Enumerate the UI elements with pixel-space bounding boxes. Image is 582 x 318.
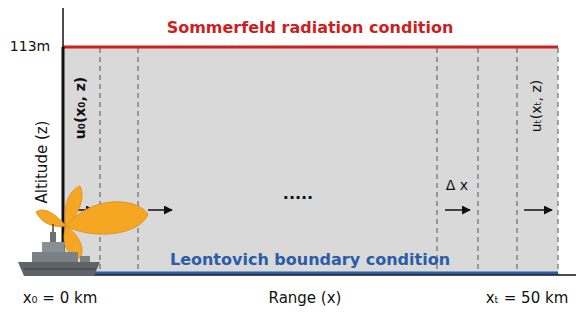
ellipsis: ..... [283,185,313,203]
x-axis [62,274,576,276]
ground-boundary [63,272,558,275]
antenna-pattern [36,186,148,258]
step-size-label: Δ x [446,178,468,193]
ship-icon [18,224,100,276]
field-label: uₜ(xₜ, z) [529,80,544,133]
step-lines [100,48,558,274]
top-boundary [63,46,558,49]
domain-region [63,47,558,275]
field-label: u₀(x₀, z) [73,77,88,139]
axis-tick: x₀ = 0 km [23,290,98,307]
axis-title: Altitude (z) [34,121,51,204]
z-axis [62,8,64,276]
axis-tick: xₜ = 50 km [486,290,569,307]
boundary-condition-label: Sommerfeld radiation condition [167,19,454,37]
altitude-tick: 113m [10,39,50,54]
boundary-condition-label: Leontovich boundary condition [170,251,450,269]
axis-title: Range (x) [269,290,342,307]
